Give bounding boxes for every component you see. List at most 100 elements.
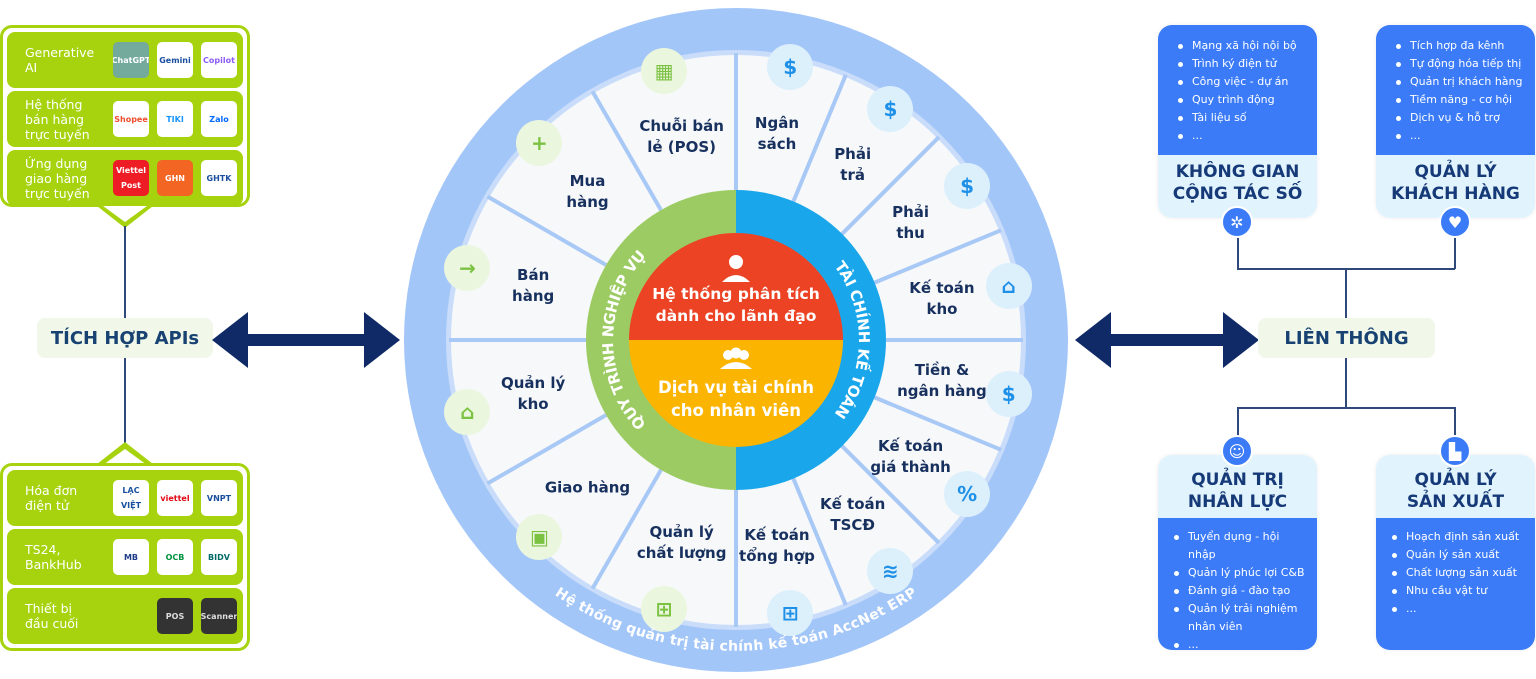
connector-line [124,358,126,446]
feature-item: Tuyển dụng - hội nhập [1172,528,1307,564]
segment-label[interactable]: Giao hàng [544,478,631,497]
feature-item: Đánh giá - đào tạo [1172,582,1307,600]
people-icon: ☺ [1221,435,1253,467]
segment-label[interactable]: Phải thu [892,203,930,243]
center-top-half [629,233,843,340]
feature-item: Chất lượng sản xuất [1390,564,1525,582]
segment-label[interactable]: Chuỗi bán lẻ (POS) [639,117,724,157]
pointer-down-inner [103,206,147,222]
segment-label[interactable]: Bán hàng [512,265,555,305]
segment-label[interactable]: Quản lý kho [500,374,566,414]
viettel-logo: viettel [157,480,193,516]
segment-label[interactable]: Mua hàng [566,171,609,211]
feature-item: Mạng xã hội nội bộ [1176,37,1307,55]
integration-row-label: Hệ thống bán hàng trực tuyến [25,96,90,142]
segment-divider [840,444,941,545]
segment-label[interactable]: Kế toán giá thành [870,436,951,476]
feature-item: Quản lý trải nghiệm nhân viên [1172,600,1307,636]
feature-item: Tiềm năng - cơ hội [1394,91,1525,109]
segment-divider [486,194,608,267]
ghn-logo: GHN [157,160,193,196]
handshake-heart-icon: ♥ [1439,206,1471,238]
pos-icon: ▦ [641,48,688,95]
tiki-logo: TIKI [157,101,193,137]
viettel-post-logo: Viettel Post [113,160,149,196]
feature-item: Công việc - dự án [1176,73,1307,91]
segment-divider [873,228,1002,285]
bank-icon: $ [985,371,1032,418]
warehouse-icon: ⌂ [985,262,1032,309]
connector-line [1454,407,1456,447]
center-bottom-half [629,340,843,447]
feature-item: ... [1172,636,1307,650]
module-title: QUẢN TRỊ NHÂN LỰC [1158,455,1317,518]
factory-icon: ▙ [1439,435,1471,467]
vnpt-logo: VNPT [201,480,237,516]
integration-row-label: Generative AI [25,45,95,75]
segment-divider [590,468,663,590]
cart-arrow-icon: → [444,245,491,292]
feature-item: ... [1176,127,1307,145]
feature-item: Quản lý sản xuất [1390,546,1525,564]
network-icon: ✲ [1221,206,1253,238]
l-c-vi-t-logo: LẠC VIỆT [113,480,149,516]
segment-divider [486,413,608,486]
connector-line [1237,222,1239,269]
integration-row-label: Thiết bị đầu cuối [25,601,79,631]
feature-item: Nhu cầu vật tư [1390,582,1525,600]
pointer-up-inner [103,449,147,465]
segment-label[interactable]: Kế toán kho [909,279,975,319]
segment-label[interactable]: Quản lý chất lượng [636,522,727,562]
feature-item: Tài liệu số [1176,109,1307,127]
ghtk-logo: GHTK [201,160,237,196]
feature-item: Quy trình động [1176,91,1307,109]
ocb-logo: OCB [157,539,193,575]
manager-icon [722,255,750,282]
segment-label[interactable]: Kế toán tổng hợp [739,525,815,565]
segment-label[interactable]: Kế toán TSCĐ [820,494,886,534]
wheel-labels: Chuỗi bán lẻ (POS) ▦ Mua hàng+ Bán hàng → Quả… [396,0,1076,679]
center-top-text: Hệ thống phân tích dành cho lãnh đạo [652,285,820,325]
scanner-logo: Scanner [201,598,237,634]
segment-label[interactable]: Ngân sách [754,114,800,154]
segment-label[interactable]: Phải trả [834,145,872,185]
copilot-logo: Copilot [201,42,237,78]
segment-divider [590,90,663,212]
feature-item: Hoạch định sản xuất [1390,528,1525,546]
quality-icon: ⊞ [641,585,688,632]
bidv-logo: BIDV [201,539,237,575]
delivery-cart-icon: ▣ [516,513,563,560]
cart-plus-icon: + [516,120,563,167]
feature-item: ... [1394,127,1525,145]
connector-line [1237,407,1239,447]
double-arrow-left [212,312,400,368]
gemini-logo: Gemini [157,42,193,78]
shopee-logo: Shopee [113,101,149,137]
center-bottom-text: Dịch vụ tài chính cho nhân viên [658,378,814,420]
feature-item: Quản trị khách hàng [1394,73,1525,91]
feature-item: Tự động hóa tiếp thị [1394,55,1525,73]
segment-divider [791,477,848,606]
employees-icon [720,347,752,369]
dashboard-search-icon: ⊞ [767,589,814,636]
segment-label[interactable]: Tiền & ngân hàng [897,360,987,400]
connector-line [1237,268,1455,270]
feature-item: Trình ký điện tử [1176,55,1307,73]
connector-line [1454,222,1456,269]
warehouse-icon: ⌂ [444,388,491,435]
cost-icon: % [944,471,991,518]
